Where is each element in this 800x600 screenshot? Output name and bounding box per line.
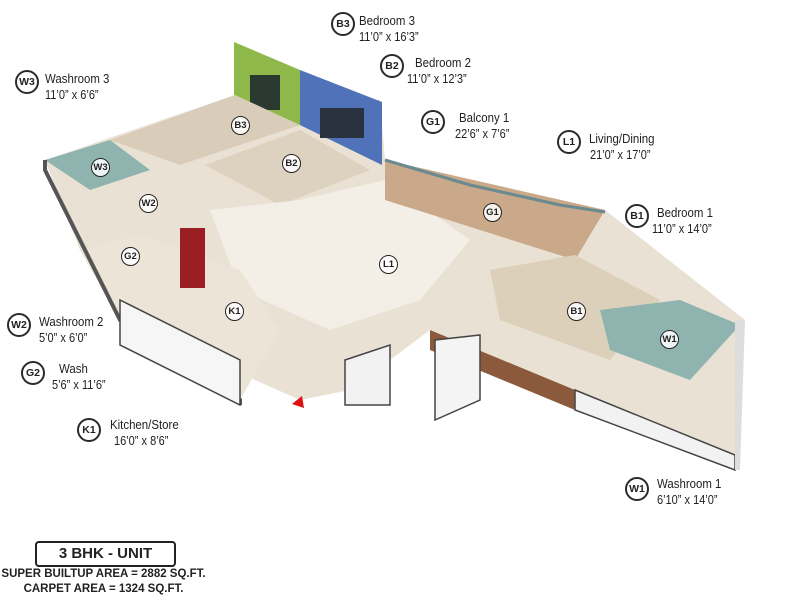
room-dims: 11’0” x 14’0” <box>652 222 712 236</box>
bedroom3-window <box>250 75 280 110</box>
room-name: Balcony 1 <box>459 110 510 125</box>
plan-marker-l1: L1 <box>379 255 398 274</box>
badge-w3: W3 <box>15 70 39 94</box>
room-dims: 16’0” x 8’6” <box>114 434 169 448</box>
label-washroom1: Washroom 1 6’10” x 14’0” <box>657 476 730 507</box>
room-dims: 11’0” x 16’3” <box>359 30 419 44</box>
super-builtup-area: SUPER BUILTUP AREA = 2882 SQ.FT. <box>1 568 206 580</box>
room-name: Bedroom 2 <box>415 55 471 70</box>
living-room <box>210 180 470 330</box>
room-name: Living/Dining <box>589 131 655 146</box>
room-name: Bedroom 3 <box>359 13 415 28</box>
label-washroom3: Washroom 3 11’0” x 6’6” <box>45 71 118 102</box>
bedroom2-window <box>320 108 364 138</box>
label-bedroom2: Bedroom 2 11’0” x 12’3” <box>407 55 479 86</box>
bedroom3-room <box>110 95 300 165</box>
plan-marker-k1: K1 <box>225 302 244 321</box>
label-bedroom3: Bedroom 3 11’0” x 16’3” <box>359 13 423 44</box>
label-wash: Wash 5’6” x 11’6” <box>52 361 106 392</box>
label-kitchen-store: Kitchen/Store 16’0” x 8’6” <box>110 417 188 448</box>
room-dims: 11’0” x 12’3” <box>407 72 467 86</box>
room-name: Washroom 3 <box>45 71 110 86</box>
badge-b1: B1 <box>625 204 649 228</box>
room-name: Wash <box>59 361 88 376</box>
fridge <box>180 228 205 288</box>
plan-marker-b3: B3 <box>231 116 250 135</box>
room-name: Kitchen/Store <box>110 417 179 432</box>
label-washroom2: Washroom 2 5’0” x 6’0” <box>39 314 112 345</box>
label-bedroom1: Bedroom 1 11’0” x 14’0” <box>652 205 721 236</box>
room-dims: 5’6” x 11’6” <box>52 378 106 392</box>
plan-marker-b2: B2 <box>282 154 301 173</box>
plan-marker-b1: B1 <box>567 302 586 321</box>
badge-w2: W2 <box>7 313 31 337</box>
plan-marker-w2: W2 <box>139 194 158 213</box>
room-dims: 11’0” x 6’6” <box>45 88 99 102</box>
badge-g1: G1 <box>421 110 445 134</box>
room-dims: 21’0” x 17’0” <box>590 148 651 162</box>
label-living-dining: Living/Dining 21’0” x 17’0” <box>589 131 663 162</box>
label-balcony1: Balcony 1 22’6” x 7’6” <box>455 110 516 141</box>
plan-marker-g1: G1 <box>483 203 502 222</box>
entry-arrow-icon <box>292 396 304 408</box>
plan-marker-w1: W1 <box>660 330 679 349</box>
badge-g2: G2 <box>21 361 45 385</box>
room-dims: 6’10” x 14’0” <box>657 493 718 507</box>
badge-k1: K1 <box>77 418 101 442</box>
room-name: Washroom 2 <box>39 314 104 329</box>
unit-type-box: 3 BHK - UNIT <box>35 541 176 567</box>
carpet-area: CARPET AREA = 1324 SQ.FT. <box>23 583 184 595</box>
badge-l1: L1 <box>557 130 581 154</box>
badge-b3: B3 <box>331 12 355 36</box>
plan-marker-w3: W3 <box>91 158 110 177</box>
room-name: Bedroom 1 <box>657 205 713 220</box>
room-dims: 22’6” x 7’6” <box>455 127 510 141</box>
plan-marker-g2: G2 <box>121 247 140 266</box>
room-name: Washroom 1 <box>657 476 722 491</box>
badge-w1: W1 <box>625 477 649 501</box>
badge-b2: B2 <box>380 54 404 78</box>
room-dims: 5’0” x 6’0” <box>39 331 88 345</box>
